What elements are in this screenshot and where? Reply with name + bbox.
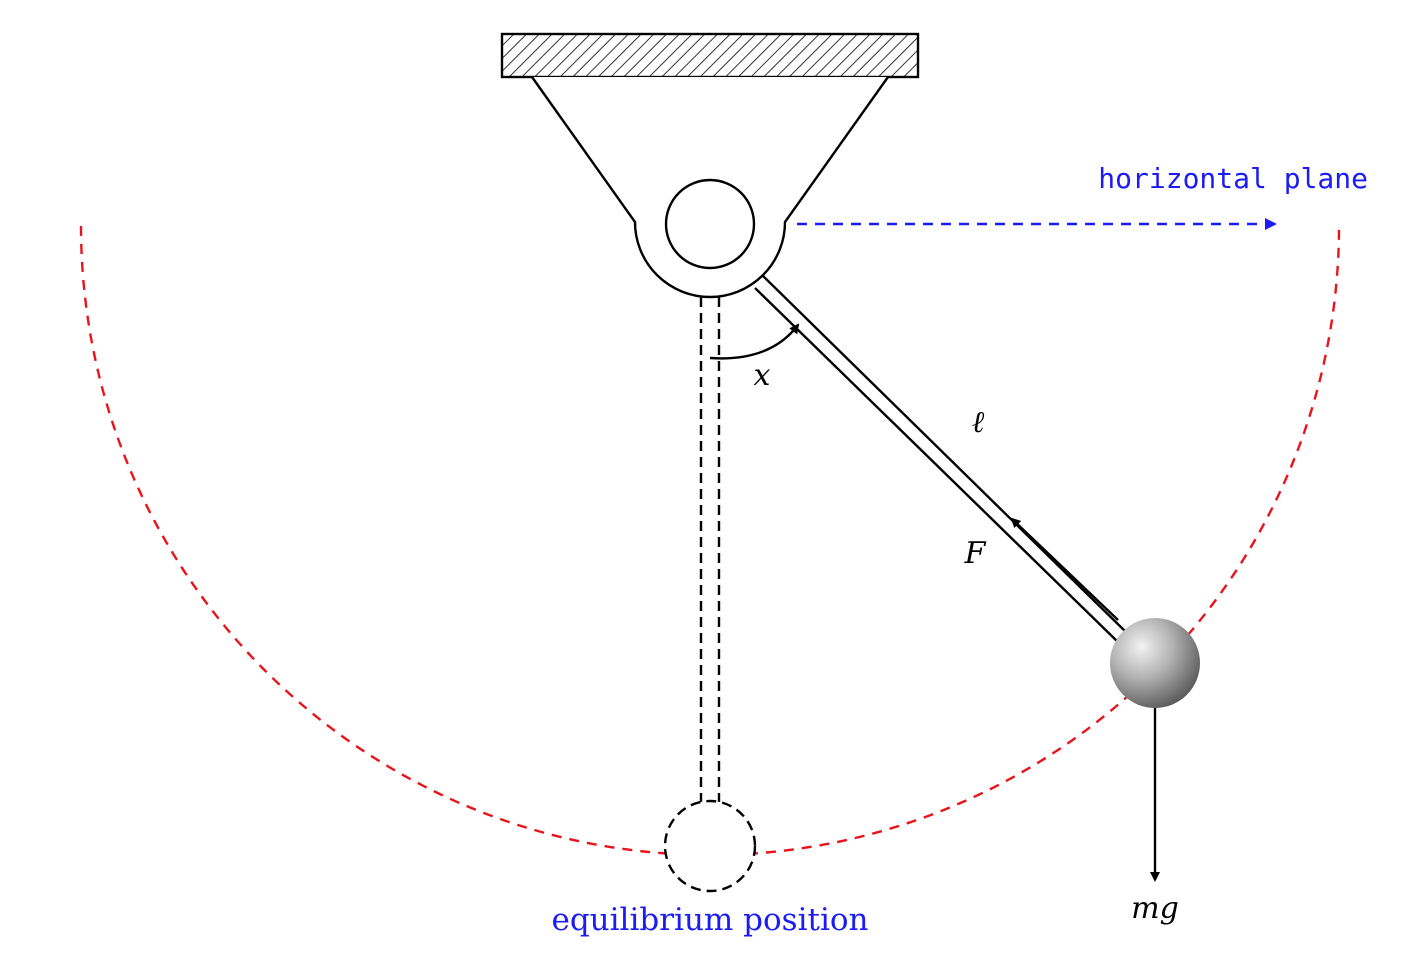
pendulum-rod <box>754 274 1129 645</box>
equilibrium-rod <box>699 297 721 802</box>
pendulum-bob <box>1110 618 1200 708</box>
horizontal-plane-label: horizontal plane <box>1098 162 1368 195</box>
angle-label: x <box>754 358 771 393</box>
angle-arc <box>709 323 800 360</box>
tension-force-arrow <box>1010 517 1119 621</box>
swing-path-arc <box>79 225 1341 857</box>
pivot-circle <box>664 178 756 270</box>
weight-label: mg <box>1131 891 1179 926</box>
ceiling-support <box>500 32 920 79</box>
equilibrium-position-label: equilibrium position <box>551 902 868 938</box>
equilibrium-bob <box>663 799 757 893</box>
length-label: ℓ <box>972 405 985 440</box>
tension-label: F <box>964 536 987 571</box>
